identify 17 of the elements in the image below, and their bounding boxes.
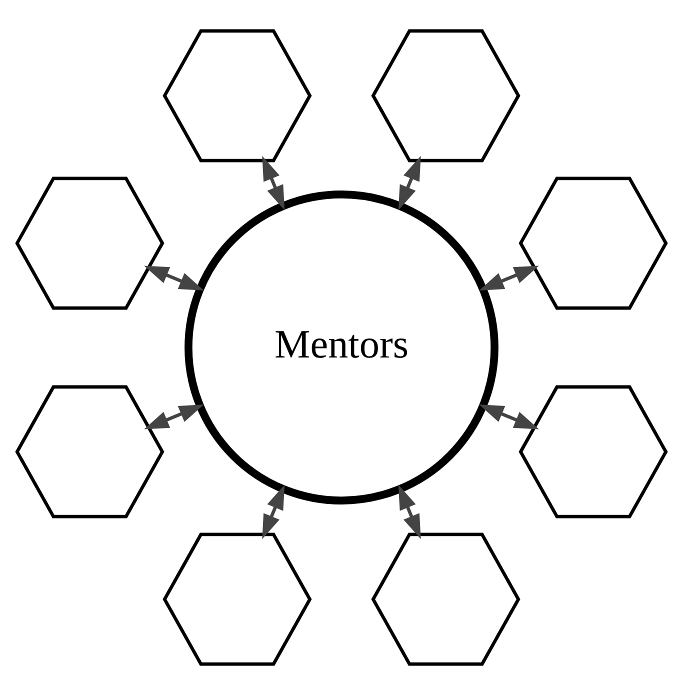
node-circle: Mentors [184, 190, 498, 504]
node-hexagon [15, 176, 164, 310]
arrow [262, 155, 285, 210]
arrow [262, 484, 285, 539]
node-hexagon [371, 532, 520, 666]
node-hexagon [15, 384, 164, 518]
node-hexagon [518, 176, 668, 310]
node-hexagon [518, 384, 668, 518]
arrow [398, 484, 421, 539]
node-hexagon [162, 28, 312, 162]
arrow [479, 404, 539, 429]
node-hexagon [162, 532, 312, 666]
arrow [479, 265, 539, 290]
node-hexagon [371, 28, 520, 162]
arrow [144, 265, 204, 290]
arrow [398, 155, 421, 210]
arrow [144, 404, 204, 429]
